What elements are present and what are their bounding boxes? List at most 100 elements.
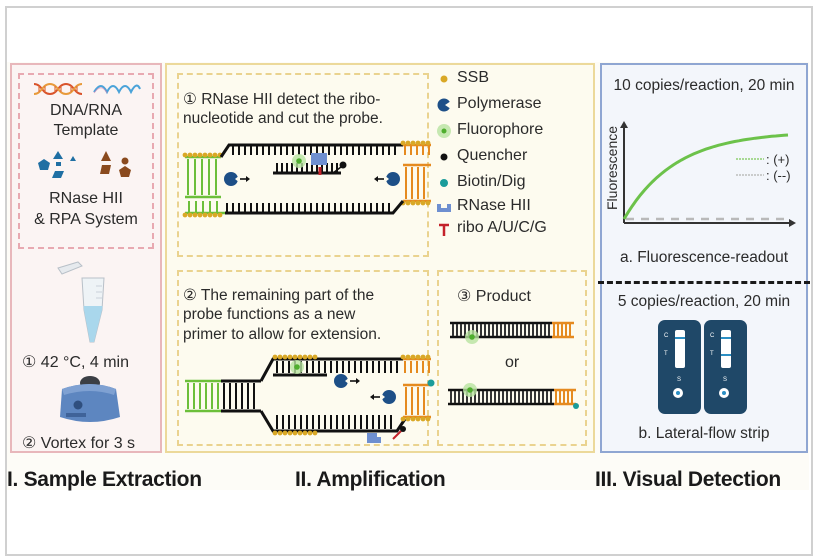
template-strand-bottom	[225, 200, 405, 215]
template-label-line1: DNA/RNA	[49, 102, 122, 119]
sample-label: S	[677, 377, 682, 383]
ssb-protein	[272, 430, 278, 436]
ssb-protein	[192, 152, 198, 158]
biotin-dig-label	[573, 403, 579, 409]
ssb-protein	[420, 416, 426, 422]
polymerase-mouth	[445, 101, 451, 109]
lateral-flow-strip-positive: C T S	[704, 320, 747, 414]
ssb-protein	[282, 354, 288, 360]
ssb-protein	[207, 152, 213, 158]
rpa-system-shapes-icon	[100, 151, 131, 177]
ssb-protein	[415, 200, 421, 206]
control-label: C	[710, 333, 715, 339]
step2-text-line1: ② The remaining part of the	[183, 287, 375, 304]
ssb-protein	[287, 430, 293, 436]
test-label: T	[710, 351, 714, 357]
ssb-protein	[405, 416, 411, 422]
ssb-protein	[202, 212, 208, 218]
polymerase	[224, 172, 250, 186]
ssb-protein	[400, 354, 406, 360]
fluorescence-caption: a. Fluorescence-readout	[619, 249, 788, 266]
ssb-protein	[425, 354, 431, 360]
ssb-protein	[405, 200, 411, 206]
panel-amplification: ① RNase HII detect the ribo- nucleotide …	[165, 63, 595, 453]
system-label-line2: & RPA System	[34, 211, 138, 228]
ribonucleotide-icon	[439, 223, 449, 236]
step1-text-line2: nucleotide and cut the probe.	[183, 110, 383, 127]
polymerase	[334, 374, 360, 388]
quencher-linker	[332, 166, 342, 174]
step3-box	[437, 270, 587, 446]
direction-arrowhead	[370, 394, 374, 400]
ssb-protein	[405, 354, 411, 360]
rnase-hii-icon	[437, 204, 451, 212]
biotin-dig-label	[427, 379, 435, 387]
rnase-shape	[437, 204, 451, 212]
quencher-icon	[440, 153, 448, 161]
polymerase-icon	[437, 98, 451, 112]
strip-window	[675, 330, 685, 368]
quencher-dot	[440, 153, 448, 161]
product-or-label: or	[505, 354, 520, 371]
ssb-dot-icon	[440, 75, 448, 83]
test-line	[721, 354, 731, 356]
ssb-protein	[297, 354, 303, 360]
ssb-protein	[415, 354, 421, 360]
series-positive-line	[622, 133, 789, 220]
polymerase-mouth	[345, 377, 350, 385]
legend-negative-label: : (--)	[766, 168, 791, 183]
released-rnase-hii	[367, 433, 381, 443]
ssb-protein	[197, 212, 203, 218]
ssb-protein	[182, 152, 188, 158]
ssb-protein	[277, 354, 283, 360]
ssb-protein	[425, 140, 431, 146]
polymerase-mouth	[380, 393, 385, 401]
ssb-protein	[202, 152, 208, 158]
ssb-protein	[410, 416, 416, 422]
ssb-protein	[400, 140, 406, 146]
ssb-protein	[197, 152, 203, 158]
section-title-amplification: II. Amplification	[295, 468, 446, 491]
rnase-hii-enzyme	[311, 153, 327, 165]
legend-positive-label: : (+)	[766, 152, 789, 167]
lateral-flow-strip-negative: C T S	[658, 320, 701, 414]
step1-incubation: ① 42 °C, 4 min	[22, 354, 129, 371]
template-strand-top	[219, 143, 403, 158]
step2-vortex: ② Vortex for 3 s	[22, 435, 136, 452]
figure: DNA/RNA Template RNase HII & RPA System …	[7, 62, 810, 491]
ssb-protein	[400, 416, 406, 422]
ssb-dot	[440, 75, 448, 83]
control-line	[675, 337, 685, 339]
rnase-hii-shapes-icon	[38, 151, 76, 178]
sample-well-dot	[676, 391, 680, 395]
ssb-protein	[420, 140, 426, 146]
ssb-protein	[307, 430, 313, 436]
polymerase-mouth	[384, 175, 389, 183]
ssb-protein	[312, 430, 318, 436]
fluorophore	[467, 387, 473, 393]
fluorophore-icon	[437, 124, 451, 138]
strip-caption: b. Lateral-flow strip	[638, 425, 770, 442]
ssb-protein	[297, 430, 303, 436]
sample-label: S	[723, 377, 728, 383]
legend-label: Polymerase	[457, 95, 542, 112]
fluorophore	[469, 334, 475, 340]
fluorophore	[296, 158, 302, 164]
control-line	[721, 337, 731, 339]
step1-text-line1: ① RNase HII detect the ribo-	[183, 91, 381, 108]
y-axis-arrow	[620, 121, 628, 128]
ssb-protein	[292, 354, 298, 360]
ssb-protein	[425, 200, 431, 206]
system-label-line1: RNase HII	[49, 190, 123, 207]
legend-label: SSB	[457, 69, 490, 86]
ssb-protein	[420, 200, 426, 206]
ssb-protein	[212, 212, 218, 218]
quencher	[339, 161, 347, 169]
section-divider	[598, 281, 810, 284]
ssb-protein	[302, 354, 308, 360]
direction-arrowhead	[374, 176, 378, 182]
product-duplex-2	[448, 383, 579, 409]
sample-well-dot	[722, 391, 726, 395]
probe-cleavage-diagram	[182, 140, 431, 218]
